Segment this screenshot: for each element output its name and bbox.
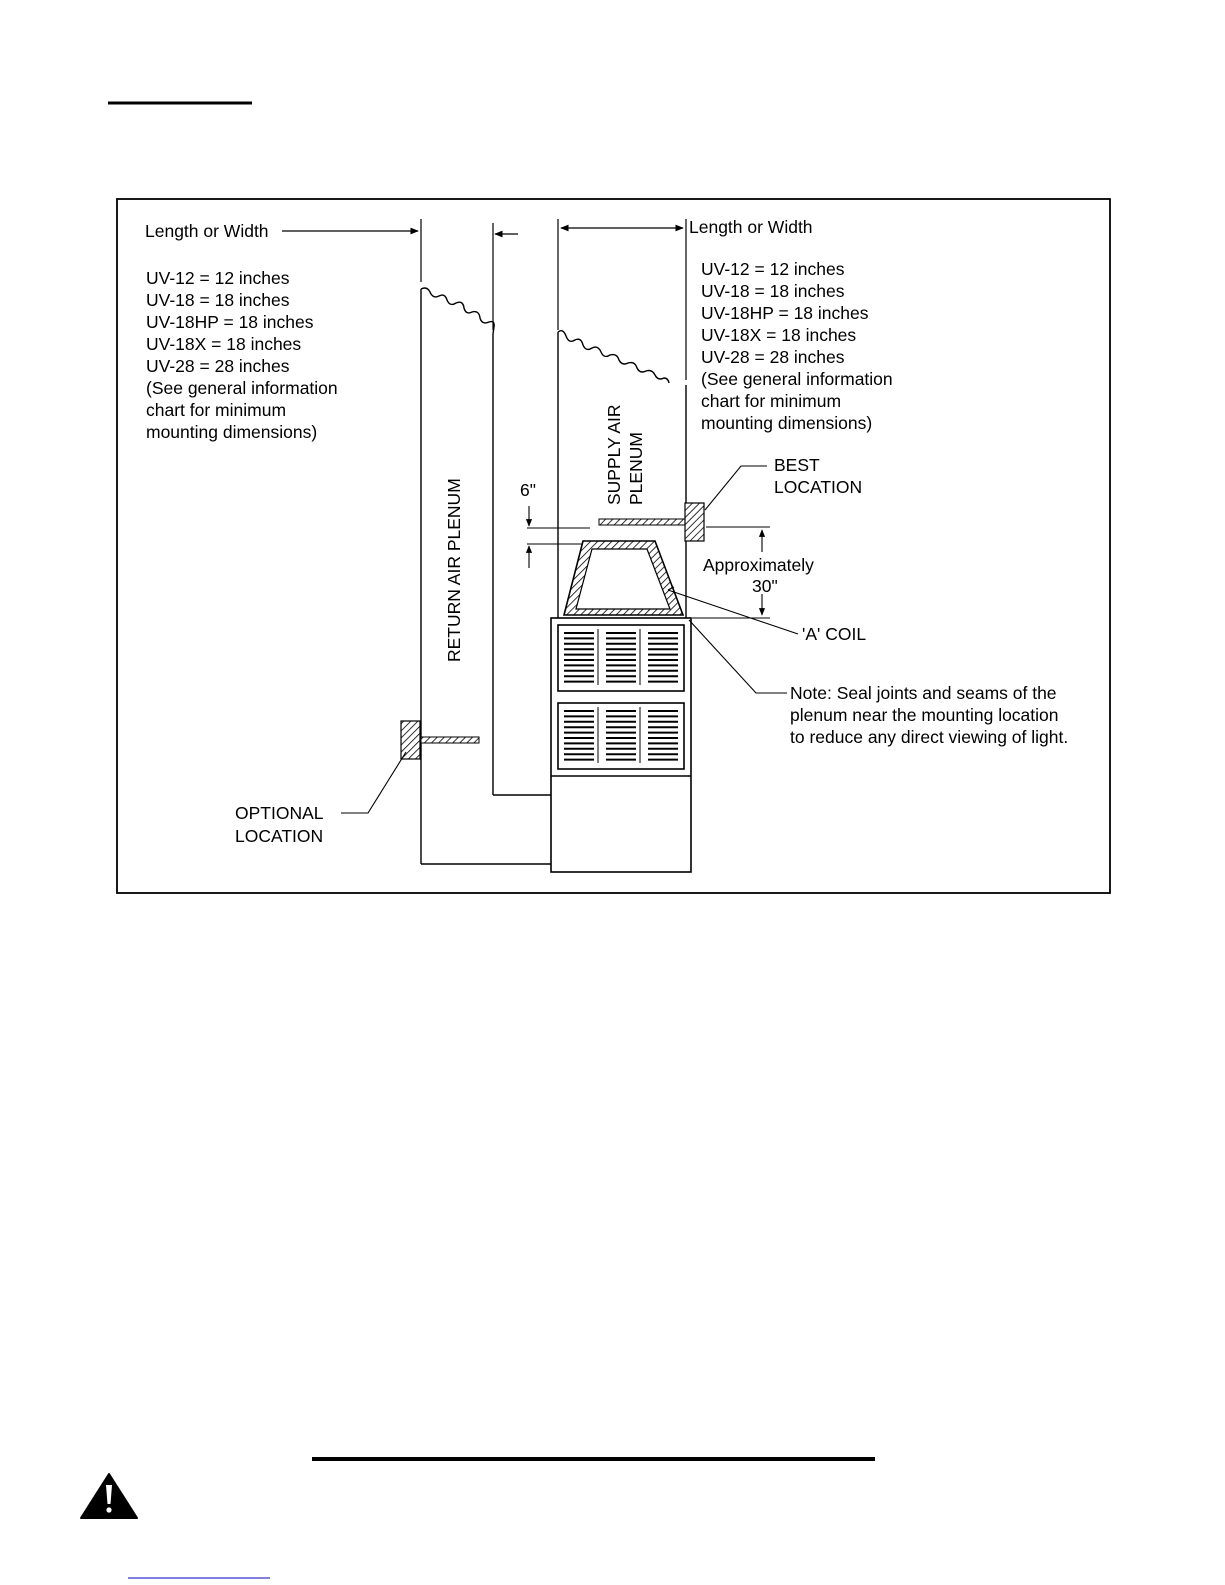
figure-border bbox=[116, 198, 1111, 894]
seal-note: Note: Seal joints and seams of the plenu… bbox=[688, 619, 1068, 747]
right-callout-line: UV-18X = 18 inches bbox=[701, 325, 856, 345]
thirty-inch-dimension: Approximately 30" bbox=[692, 526, 814, 619]
right-callout: Length or Width UV-12 = 12 inches UV-18 … bbox=[557, 217, 893, 433]
best-location-lamp: BEST LOCATION bbox=[598, 455, 862, 542]
right-callout-line: chart for minimum bbox=[701, 391, 841, 411]
a-coil: 'A' COIL bbox=[562, 540, 866, 644]
optional-location-lamp: OPTIONAL LOCATION bbox=[235, 720, 480, 846]
best-location-label-line2: LOCATION bbox=[774, 477, 862, 497]
note-line: Note: Seal joints and seams of the bbox=[790, 683, 1057, 703]
optional-location-label-line2: LOCATION bbox=[235, 826, 323, 846]
six-inch-label: 6" bbox=[520, 480, 536, 500]
left-callout-label: Length or Width bbox=[145, 221, 269, 241]
best-location-label-line1: BEST bbox=[774, 455, 820, 475]
left-callout: Length or Width UV-12 = 12 inches UV-18 … bbox=[145, 219, 422, 442]
return-plenum-label: RETURN AIR PLENUM bbox=[444, 478, 464, 662]
left-callout-line: UV-28 = 28 inches bbox=[146, 356, 290, 376]
return-width-dimension bbox=[492, 223, 518, 330]
note-line: plenum near the mounting location bbox=[790, 705, 1059, 725]
right-callout-label: Length or Width bbox=[689, 217, 813, 237]
left-callout-line: UV-12 = 12 inches bbox=[146, 268, 290, 288]
six-inch-dimension: 6" bbox=[520, 480, 590, 568]
optional-location-label-line1: OPTIONAL bbox=[235, 803, 324, 823]
approx-value: 30" bbox=[752, 576, 778, 596]
left-callout-line: UV-18 = 18 inches bbox=[146, 290, 290, 310]
left-callout-line: UV-18X = 18 inches bbox=[146, 334, 301, 354]
return-air-plenum: RETURN AIR PLENUM bbox=[420, 287, 551, 865]
right-callout-line: UV-12 = 12 inches bbox=[701, 259, 845, 279]
left-callout-line: (See general information bbox=[146, 378, 338, 398]
supply-plenum-label-line2: PLENUM bbox=[626, 432, 646, 505]
a-coil-label: 'A' COIL bbox=[802, 624, 866, 644]
supply-air-plenum: SUPPLY AIR PLENUM bbox=[557, 329, 687, 618]
approx-label: Approximately bbox=[703, 555, 814, 575]
right-callout-line: mounting dimensions) bbox=[701, 413, 872, 433]
left-callout-line: chart for minimum bbox=[146, 400, 286, 420]
right-callout-line: UV-18HP = 18 inches bbox=[701, 303, 869, 323]
upper-grille bbox=[564, 629, 678, 685]
lower-grille bbox=[564, 707, 678, 763]
supply-plenum-label-line1: SUPPLY AIR bbox=[604, 404, 624, 505]
right-callout-line: UV-18 = 18 inches bbox=[701, 281, 845, 301]
warning-triangle-icon bbox=[80, 1473, 138, 1519]
right-callout-line: (See general information bbox=[701, 369, 893, 389]
furnace-cabinet bbox=[550, 617, 692, 873]
note-line: to reduce any direct viewing of light. bbox=[790, 727, 1068, 747]
left-callout-line: mounting dimensions) bbox=[146, 422, 317, 442]
right-callout-line: UV-28 = 28 inches bbox=[701, 347, 845, 367]
left-callout-line: UV-18HP = 18 inches bbox=[146, 312, 314, 332]
